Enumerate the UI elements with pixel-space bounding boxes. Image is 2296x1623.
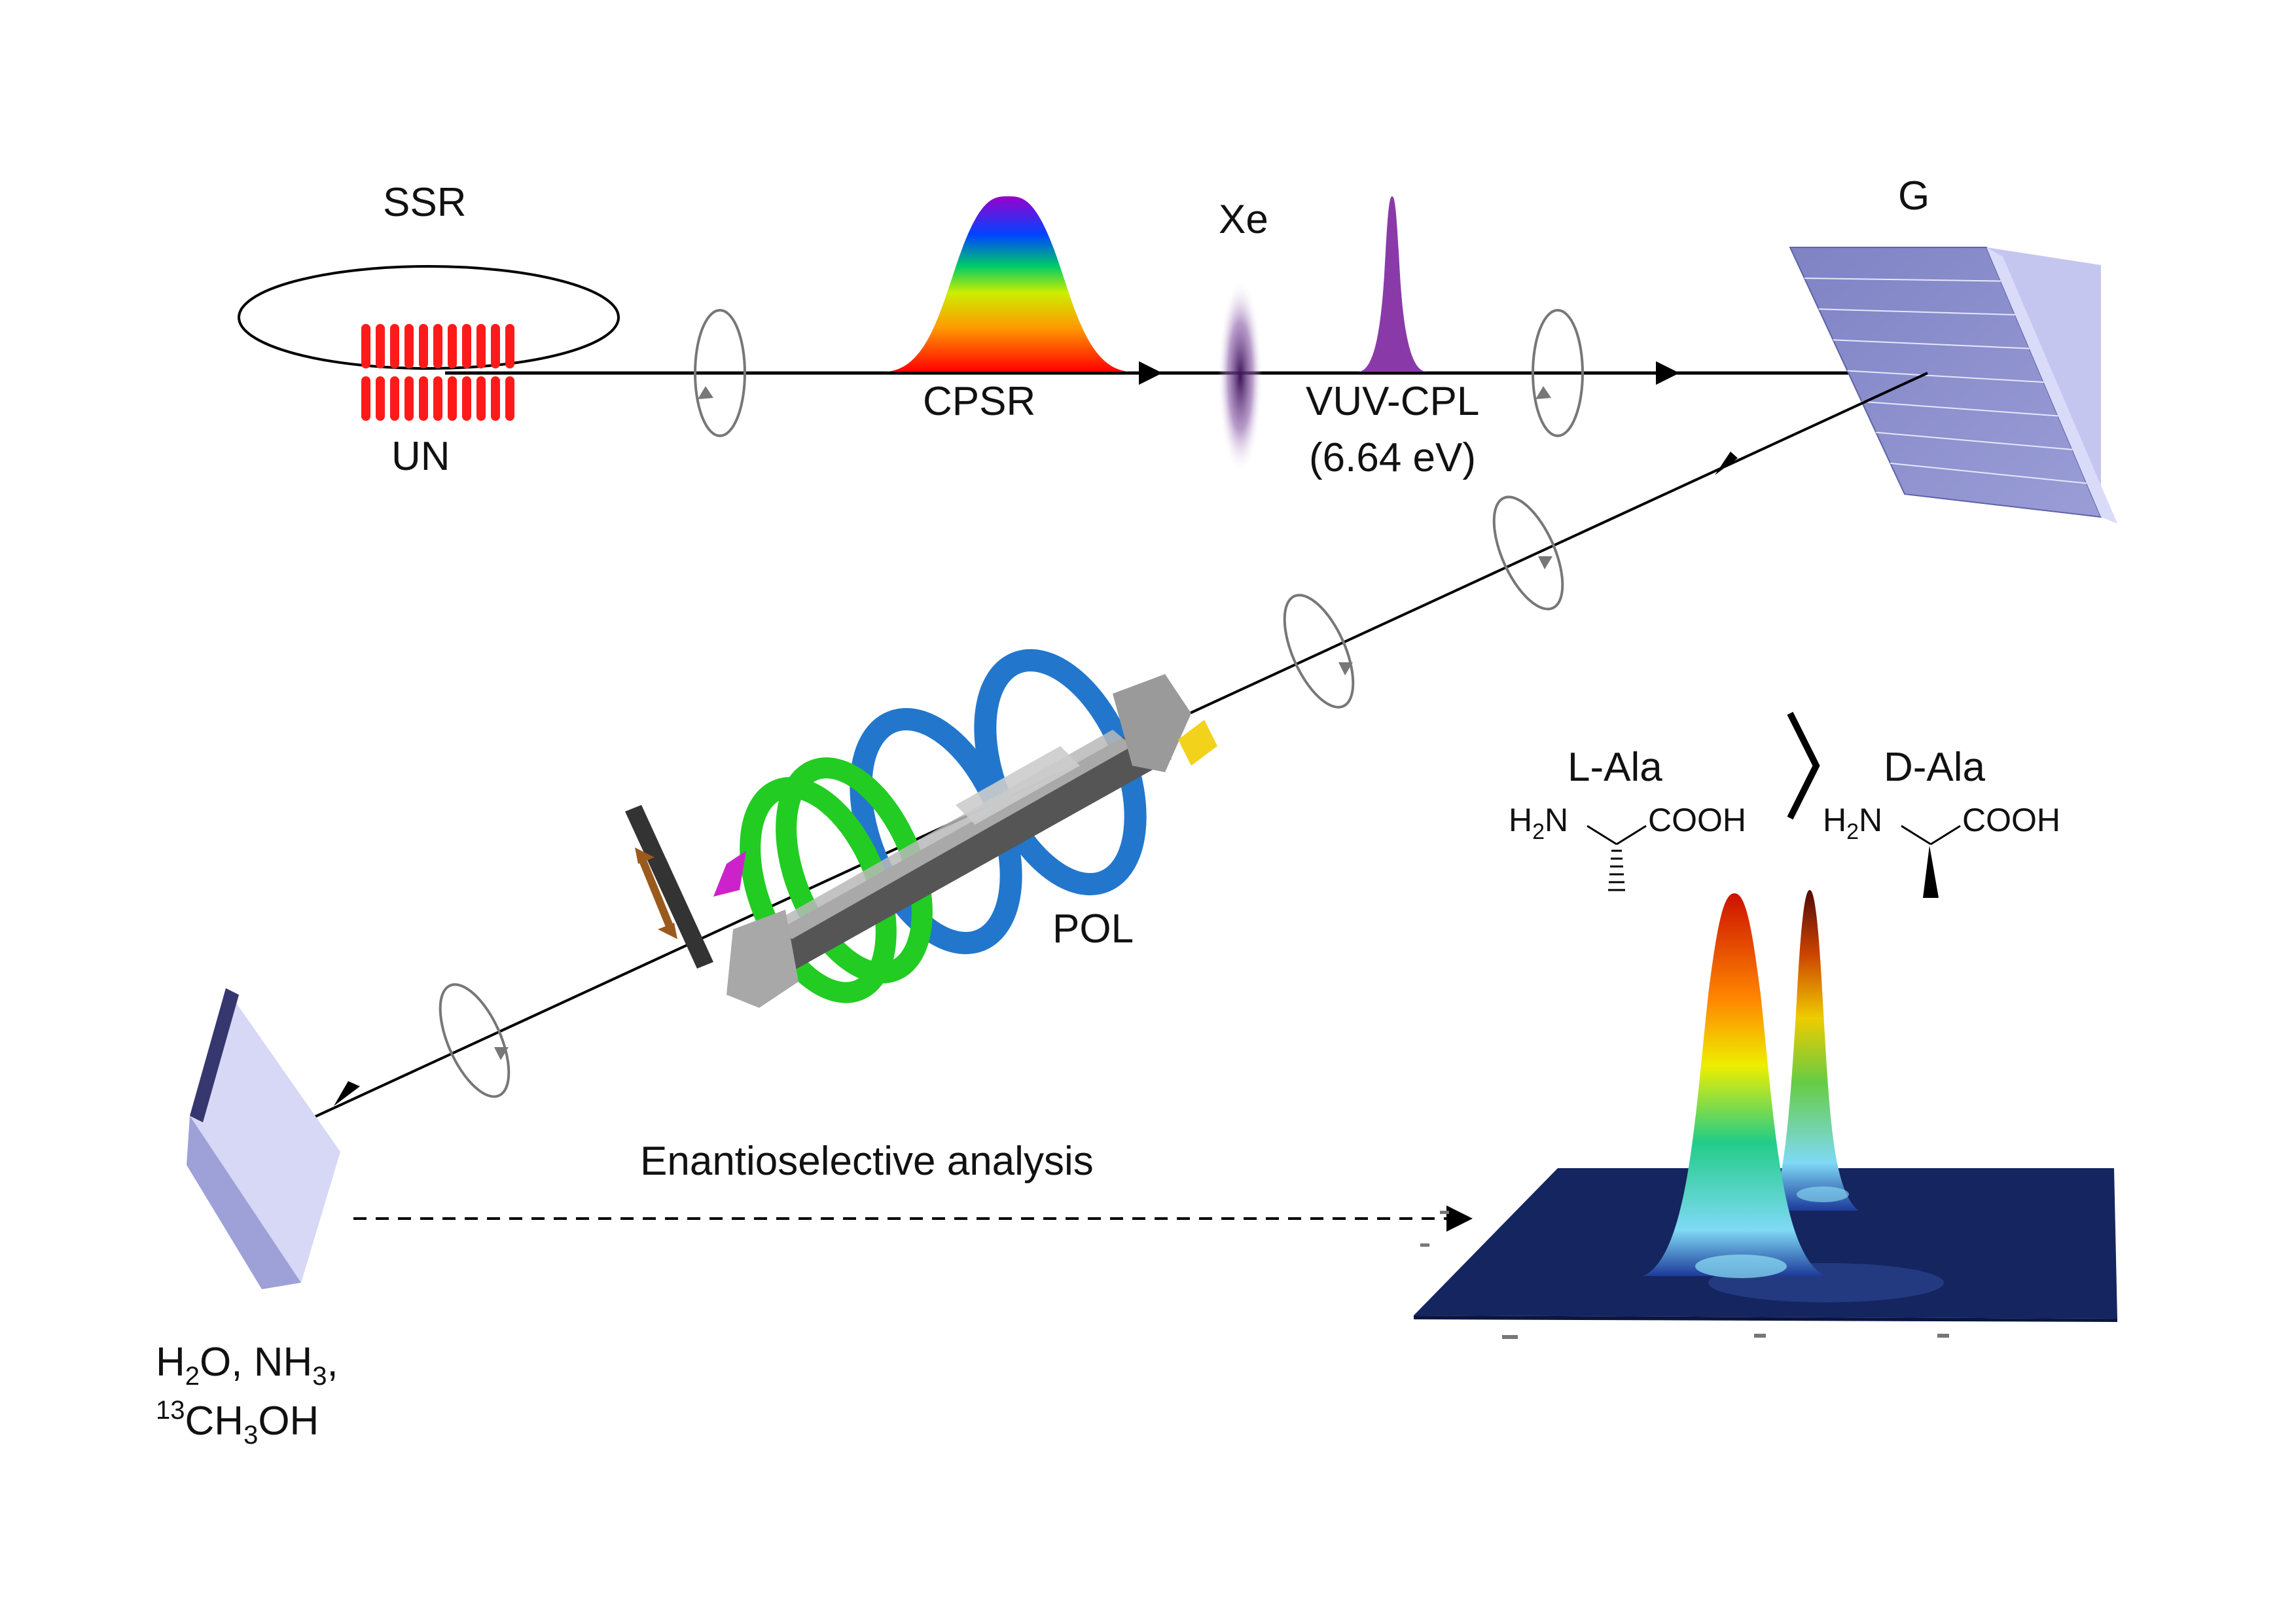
undulator-magnet <box>404 324 414 368</box>
chromatogram-peak-d-ala <box>1767 890 1859 1211</box>
undulator-magnet <box>419 324 428 368</box>
polarization-rotation-icon <box>1492 495 1564 611</box>
svg-text:H2N: H2N <box>1823 802 1882 844</box>
polarization-rotation-icon <box>1532 309 1584 437</box>
undulator-magnets <box>361 324 514 421</box>
undulator-magnet <box>390 324 399 368</box>
grating-ruling-line <box>1861 401 2058 417</box>
undulator-magnet <box>376 376 385 421</box>
undulator-magnet <box>433 376 442 421</box>
chromatogram-peak-l-ala <box>1643 893 1826 1276</box>
beam-arrow-4 <box>334 1081 360 1106</box>
analysis-label: Enantioselective analysis <box>640 1139 1094 1184</box>
polarization-rotation-icon <box>694 309 746 437</box>
undulator-magnet <box>505 324 514 368</box>
photon-energy-label: (6.64 eV) <box>1309 435 1476 480</box>
chromatogram-surface <box>1414 890 2117 1322</box>
undulator-magnet <box>433 324 442 368</box>
ssr-label: SSR <box>383 180 466 225</box>
cpsr-spectrum-peak <box>884 196 1132 372</box>
polarimeter <box>625 649 1217 1008</box>
grating-ruling-line <box>1890 462 2087 484</box>
un-label: UN <box>391 434 450 479</box>
beam-arrow-1 <box>1139 361 1162 385</box>
d-alanine-structure: H2N COOH <box>1823 802 2060 898</box>
undulator-magnet <box>448 376 457 421</box>
undulator-magnet <box>390 376 399 421</box>
undulator-magnet <box>361 324 370 368</box>
undulator-magnet <box>419 376 428 421</box>
undulator-magnet <box>404 376 414 421</box>
cpsr-label: CPSR <box>923 379 1035 424</box>
grating-label: G <box>1898 173 1929 219</box>
grating-ruling-line <box>1833 339 2030 349</box>
grating-ruling-line <box>1876 431 2073 450</box>
undulator-magnet <box>476 324 486 368</box>
vuv-cpl-peak <box>1358 196 1427 372</box>
undulator-magnet <box>462 376 471 421</box>
grating-ruling-line <box>1818 308 2015 315</box>
grating <box>1789 247 2117 524</box>
analysis-arrow-head <box>1446 1205 1473 1232</box>
l-alanine-structure: H2N COOH <box>1509 802 1746 891</box>
beam-arrow-3 <box>1715 452 1738 475</box>
l-ala-label: L-Ala <box>1568 745 1662 790</box>
undulator-magnet <box>476 376 486 421</box>
svg-text:H2N: H2N <box>1509 802 1568 844</box>
sample-line-2: 13CH3OH <box>156 1396 319 1450</box>
undulator-magnet <box>361 376 370 421</box>
d-ala-label: D-Ala <box>1884 745 1986 790</box>
beam-arrow-2 <box>1656 361 1679 385</box>
undulator-magnet <box>448 324 457 368</box>
undulator-magnet <box>491 376 500 421</box>
polarization-rotation-icon <box>1283 594 1355 709</box>
undulator-magnet <box>462 324 471 368</box>
undulator-magnet <box>491 324 500 368</box>
grating-ruling-line <box>1804 277 2001 282</box>
vuv-cpl-label: VUV-CPL <box>1306 379 1479 424</box>
pol-label: POL <box>1052 906 1134 952</box>
svg-text:COOH: COOH <box>1962 802 2060 838</box>
greater-than-symbol <box>1787 711 1820 820</box>
xe-label: Xe <box>1219 197 1268 242</box>
chromatogram-tick-marks <box>1420 1211 1949 1339</box>
polarization-rotation-icon <box>439 983 511 1098</box>
storage-ring <box>238 265 620 370</box>
xe-gas-filter <box>1218 278 1263 474</box>
svg-text:COOH: COOH <box>1648 802 1746 838</box>
grating-ruling-line <box>1847 370 2044 383</box>
sample-plate <box>187 988 340 1289</box>
undulator-magnet <box>376 324 385 368</box>
undulator-magnet <box>505 376 514 421</box>
sample-line-1: H2O, NH3, <box>156 1340 338 1391</box>
